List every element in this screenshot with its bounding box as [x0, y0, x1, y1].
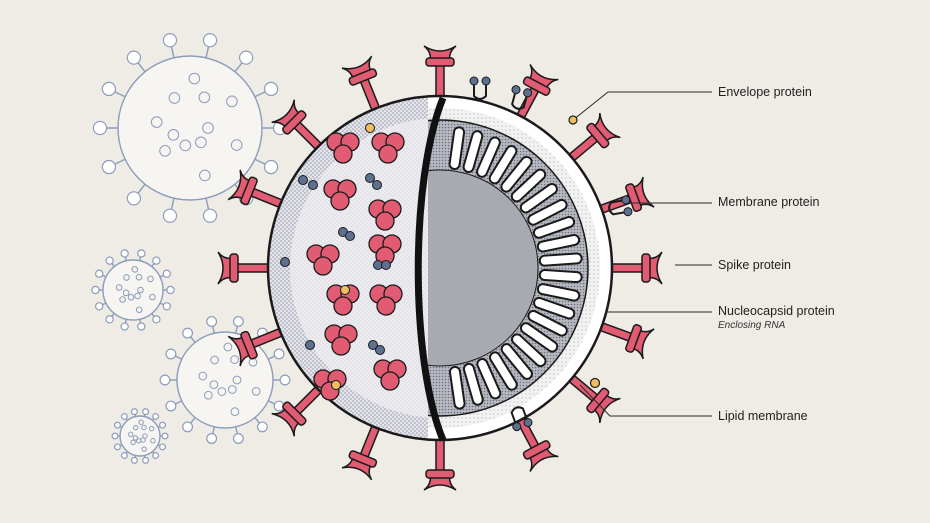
rna-loop — [462, 362, 484, 406]
rna-loop — [511, 333, 547, 368]
spike-cluster — [368, 234, 402, 266]
rna-loop — [520, 322, 559, 353]
small-virus — [92, 33, 288, 223]
membrane-protein — [608, 195, 633, 217]
spike-cluster — [371, 132, 405, 164]
section-divider — [414, 96, 447, 442]
label-spike-protein: Spike protein — [718, 258, 791, 272]
rna-loop — [536, 283, 581, 302]
envelope-protein-marker — [589, 377, 601, 389]
rna-loop — [527, 198, 568, 226]
membrane-protein-dot — [308, 180, 318, 190]
surface-proteins-group — [280, 123, 407, 401]
spike-protein — [271, 99, 328, 156]
spike-cluster — [369, 284, 403, 316]
envelope-protein-marker — [568, 115, 578, 125]
label-enclosing-rna: Enclosing RNA — [718, 320, 786, 331]
spike-protein — [423, 432, 457, 491]
spike-protein — [512, 64, 559, 126]
membrane-protein — [510, 406, 533, 432]
spike-cluster — [324, 324, 358, 356]
membrane-protein-dot — [305, 340, 315, 350]
membrane-proteins-group — [469, 76, 633, 432]
label-membrane-protein: Membrane protein — [718, 195, 820, 209]
spike-protein — [227, 169, 290, 211]
spike-cluster — [368, 199, 402, 231]
rna-loop — [476, 358, 502, 400]
small-virus — [91, 249, 175, 331]
nucleocapsid-rna-coil — [448, 126, 583, 410]
membrane-protein-dot — [298, 175, 308, 185]
rna-loop — [488, 145, 518, 185]
rna-loop — [536, 233, 581, 253]
spike-cluster — [306, 244, 340, 276]
rna-loop — [538, 252, 583, 267]
spike-protein — [217, 251, 276, 285]
small-virus — [111, 408, 169, 464]
rna-loop — [510, 168, 547, 203]
membrane-protein — [511, 85, 533, 110]
leader-lipid — [579, 384, 712, 417]
rna-loop — [489, 351, 518, 391]
membrane-protein-dot — [365, 173, 375, 183]
spike-protein — [341, 418, 383, 481]
rna-loop — [448, 365, 466, 410]
membrane-protein-dot — [368, 340, 378, 350]
spike-protein — [341, 55, 383, 118]
spike-cluster — [313, 369, 347, 401]
rna-loop — [448, 126, 466, 171]
membrane-protein-dot — [372, 180, 382, 190]
rna-loop — [500, 343, 533, 380]
spike-protein — [227, 325, 290, 367]
spike-protein — [423, 45, 457, 104]
membrane-protein-dot — [280, 257, 290, 267]
spike-protein — [592, 319, 655, 360]
envelope-protein-dot — [331, 380, 341, 390]
spike-cluster — [323, 179, 357, 211]
membrane-protein-dot — [375, 345, 385, 355]
rna-loop — [527, 309, 568, 337]
rna-loop — [533, 296, 576, 320]
leader-envelope — [572, 91, 712, 121]
spike-protein — [604, 251, 663, 285]
rna-loop — [519, 183, 558, 214]
rna-loop — [476, 136, 501, 178]
rna-loop — [462, 130, 484, 173]
rna-loop — [532, 216, 576, 239]
rna-loop — [538, 268, 583, 284]
label-lipid-membrane: Lipid membrane — [718, 409, 808, 423]
label-nucleocapsid-protein: Nucleocapsid protein — [718, 304, 835, 318]
spike-cluster — [326, 132, 360, 164]
small-viruses-group — [91, 33, 291, 464]
envelope-protein-dot — [365, 123, 375, 133]
membrane-protein — [469, 76, 491, 100]
spike-cluster — [373, 359, 407, 391]
leader-lines — [572, 91, 712, 417]
membrane-protein-dot — [345, 231, 355, 241]
rna-loop — [500, 155, 533, 193]
outer-envelope-half — [266, 95, 428, 441]
envelope-protein-dot — [340, 285, 350, 295]
label-envelope-protein: Envelope protein — [718, 85, 812, 99]
membrane-protein-dot — [381, 260, 391, 270]
